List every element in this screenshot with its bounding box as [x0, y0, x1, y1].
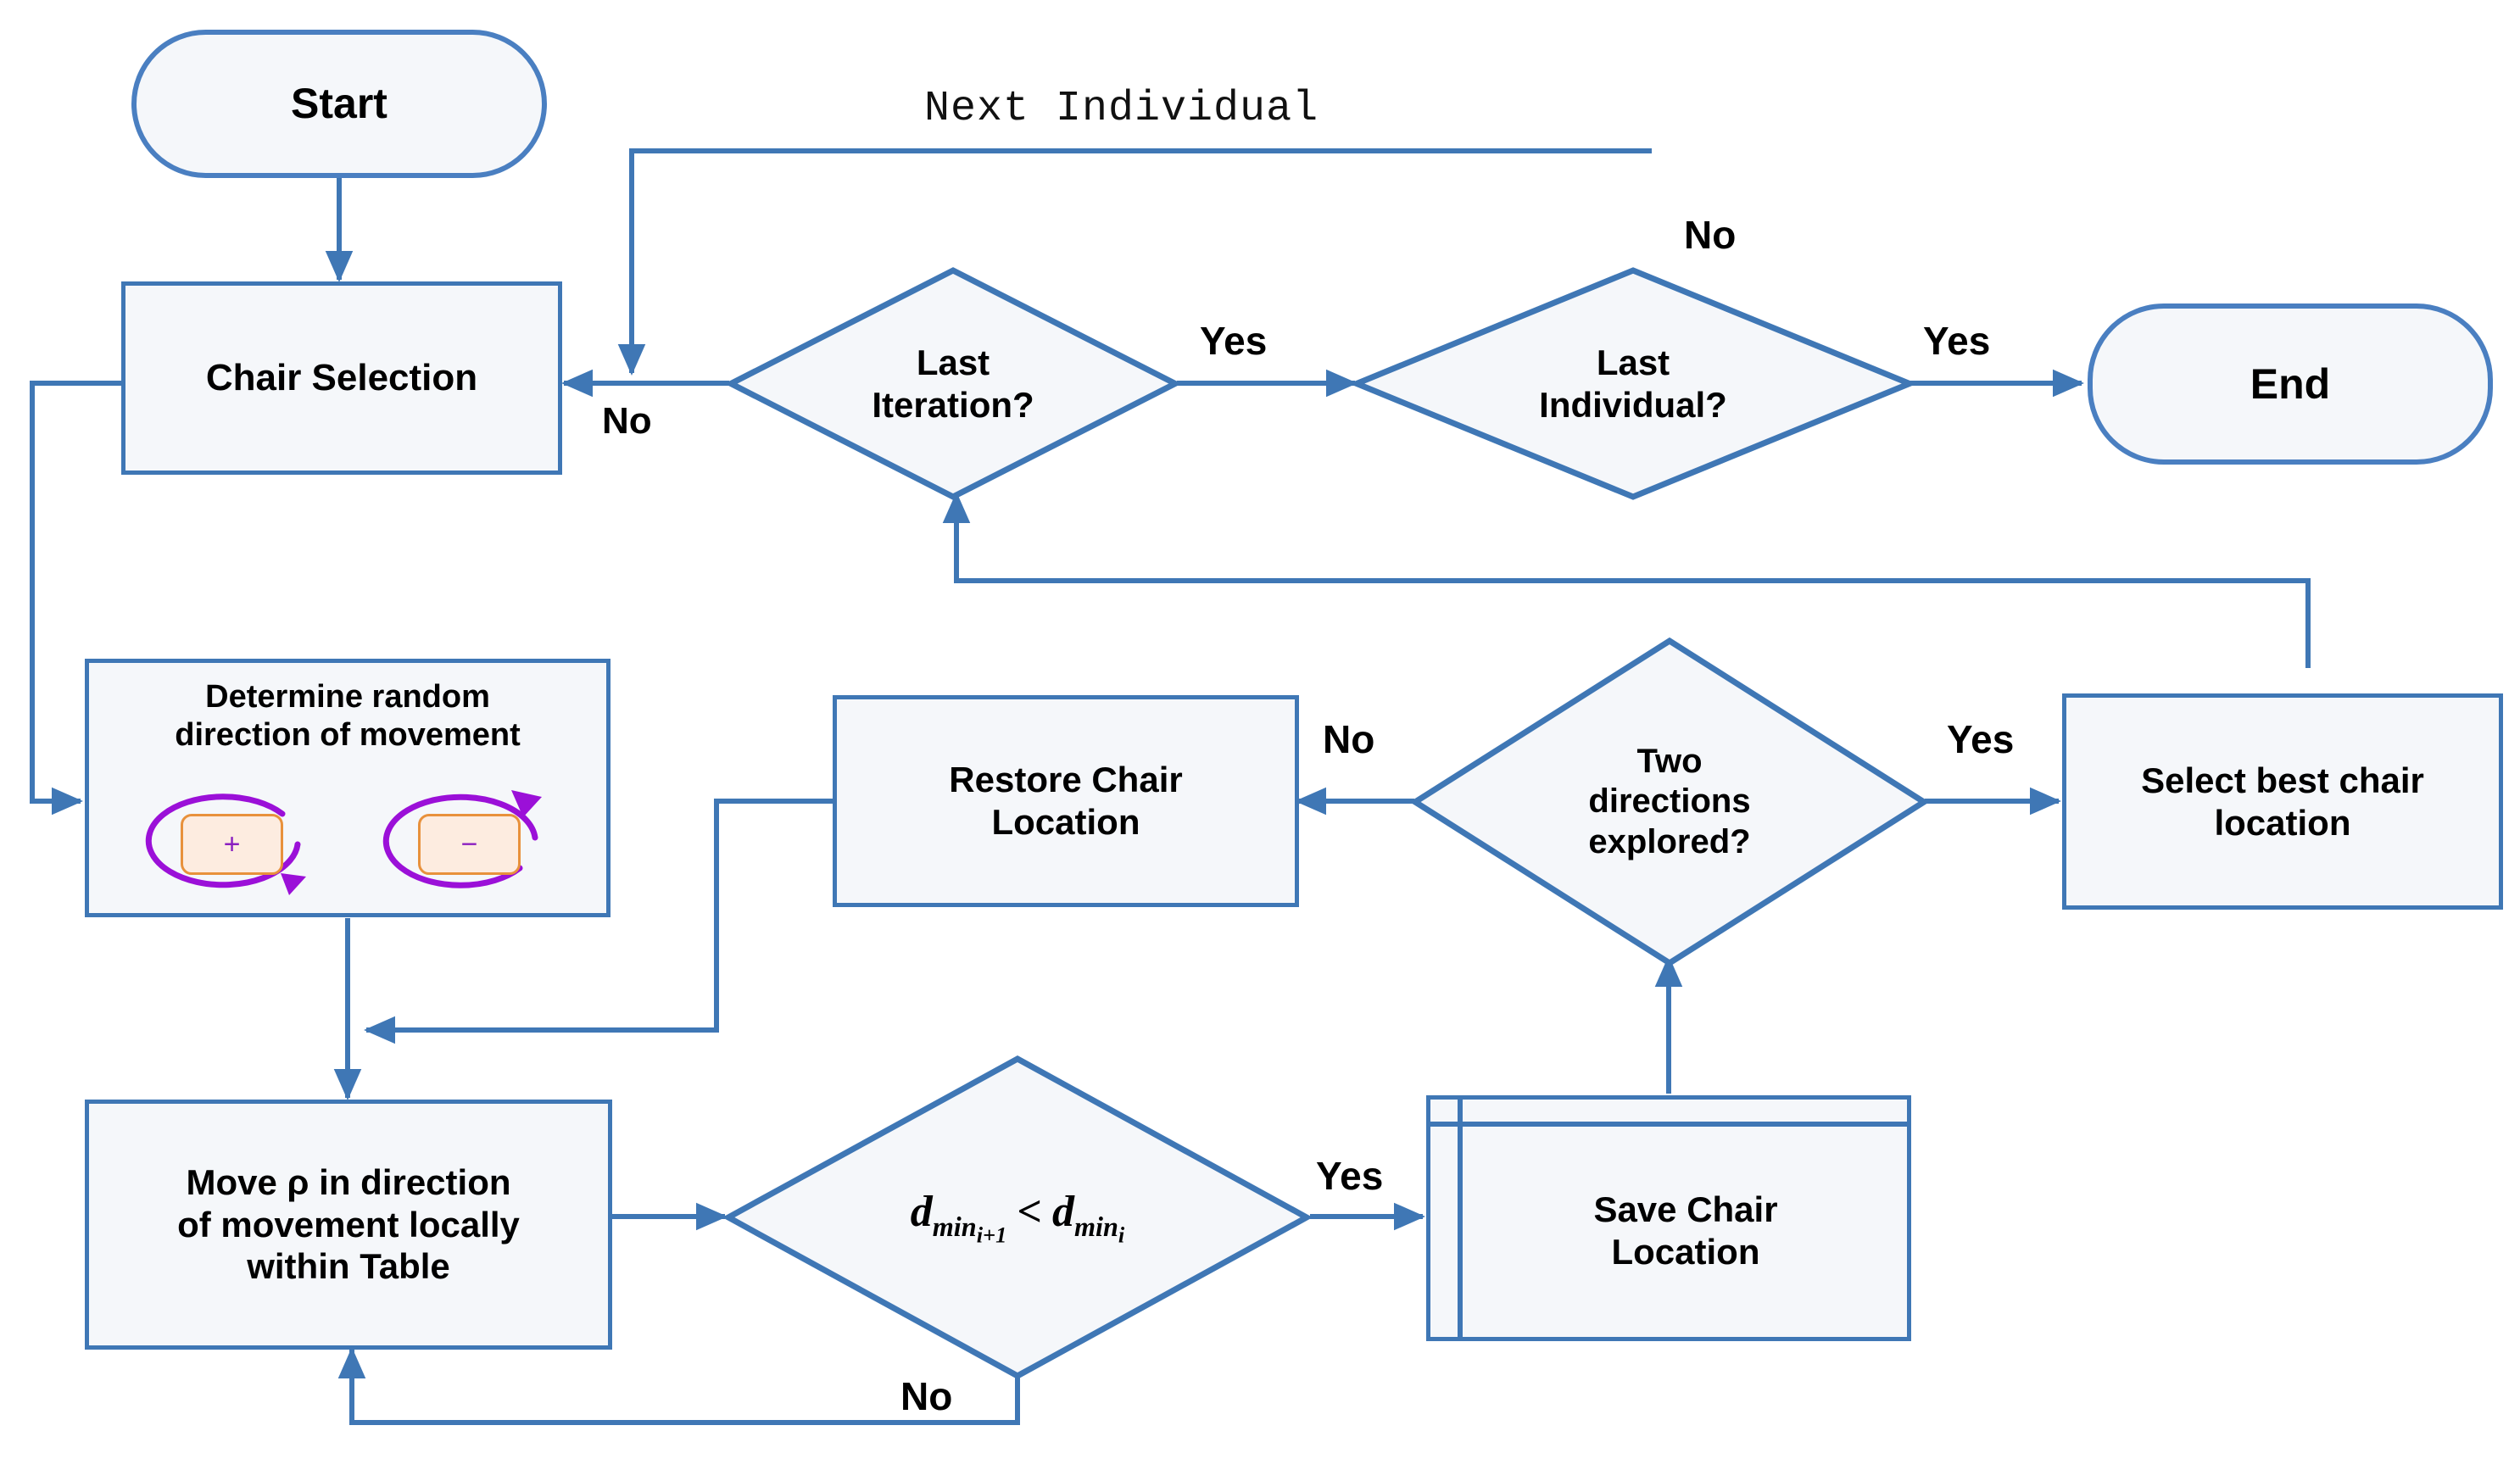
node-last-individual-label: Last Individual? — [1539, 342, 1727, 425]
edge-label-twodir-no: No — [1323, 717, 1375, 761]
dmin-rhs: dmini — [1051, 1188, 1125, 1248]
rotate-plus-sign: + — [181, 814, 283, 875]
store-left-divider — [1458, 1100, 1463, 1337]
node-save-chair-location-label: Save Chair Location — [1593, 1189, 1778, 1272]
node-move-rho[interactable]: Move ρ in direction of movement locally … — [85, 1100, 612, 1350]
rotate-minus-icon: − — [369, 782, 564, 900]
dmin-lhs: dmini+1 — [910, 1188, 1007, 1248]
dmin-operator: < — [1017, 1188, 1042, 1237]
node-determine-direction-label: Determine random direction of movement — [175, 679, 521, 753]
node-start-label: Start — [291, 80, 387, 127]
node-chair-selection[interactable]: Chair Selection — [121, 281, 562, 475]
edge-label-twodir-yes: Yes — [1947, 717, 2015, 761]
node-two-directions-label: Two directions explored? — [1588, 743, 1751, 860]
edge-restore-to-trunk — [364, 799, 835, 1044]
node-end[interactable]: End — [2088, 303, 2493, 465]
edge-chair-to-determine — [30, 381, 121, 816]
node-last-individual[interactable]: Last Individual? — [1353, 267, 1913, 500]
node-chair-selection-label: Chair Selection — [205, 357, 478, 399]
edge-label-dmin-no: No — [900, 1374, 953, 1418]
node-dmin-compare[interactable]: dmini+1<dmini — [725, 1055, 1310, 1379]
node-move-rho-label: Move ρ in direction of movement locally … — [177, 1162, 520, 1287]
rotate-plus-icon: + — [131, 782, 326, 900]
node-last-iteration-label: Last Iteration? — [872, 342, 1034, 425]
store-top-divider — [1430, 1122, 1907, 1127]
node-restore-chair-location[interactable]: Restore Chair Location — [833, 695, 1299, 907]
edge-label-lastiter-yes: Yes — [1200, 319, 1268, 363]
rotate-plus-arc — [145, 793, 306, 895]
node-select-best-chair-location-label: Select best chair location — [2141, 760, 2424, 843]
edge-label-lastiter-no: No — [602, 400, 652, 442]
node-end-label: End — [2250, 359, 2331, 408]
edge-label-next-individual: Next Individual — [924, 85, 1319, 133]
edge-label-lastindiv-yes: Yes — [1923, 319, 1991, 363]
edge-selectbest-to-lastiter — [942, 492, 2311, 668]
node-two-directions-explored[interactable]: Two directions explored? — [1412, 638, 1927, 966]
edge-label-dmin-yes: Yes — [1316, 1154, 1384, 1198]
direction-icons: + − — [89, 777, 606, 905]
node-restore-chair-location-label: Restore Chair Location — [949, 760, 1183, 842]
node-dmin-compare-formula: dmini+1<dmini — [911, 1186, 1125, 1248]
node-last-iteration[interactable]: Last Iteration? — [728, 267, 1179, 500]
edge-dmin-no — [337, 1347, 1020, 1425]
edge-next-individual — [617, 148, 1652, 376]
rotate-minus-sign: − — [418, 814, 521, 875]
node-determine-direction[interactable]: Determine random direction of movement +… — [85, 659, 610, 917]
node-select-best-chair-location[interactable]: Select best chair location — [2062, 693, 2503, 910]
diamond-shape — [725, 1055, 1310, 1379]
rotate-minus-arc — [382, 790, 542, 888]
node-save-chair-location[interactable]: Save Chair Location — [1426, 1095, 1911, 1341]
node-start[interactable]: Start — [131, 30, 547, 178]
diamond-shape — [1353, 267, 1913, 500]
edge-label-lastindiv-no: No — [1684, 213, 1737, 257]
